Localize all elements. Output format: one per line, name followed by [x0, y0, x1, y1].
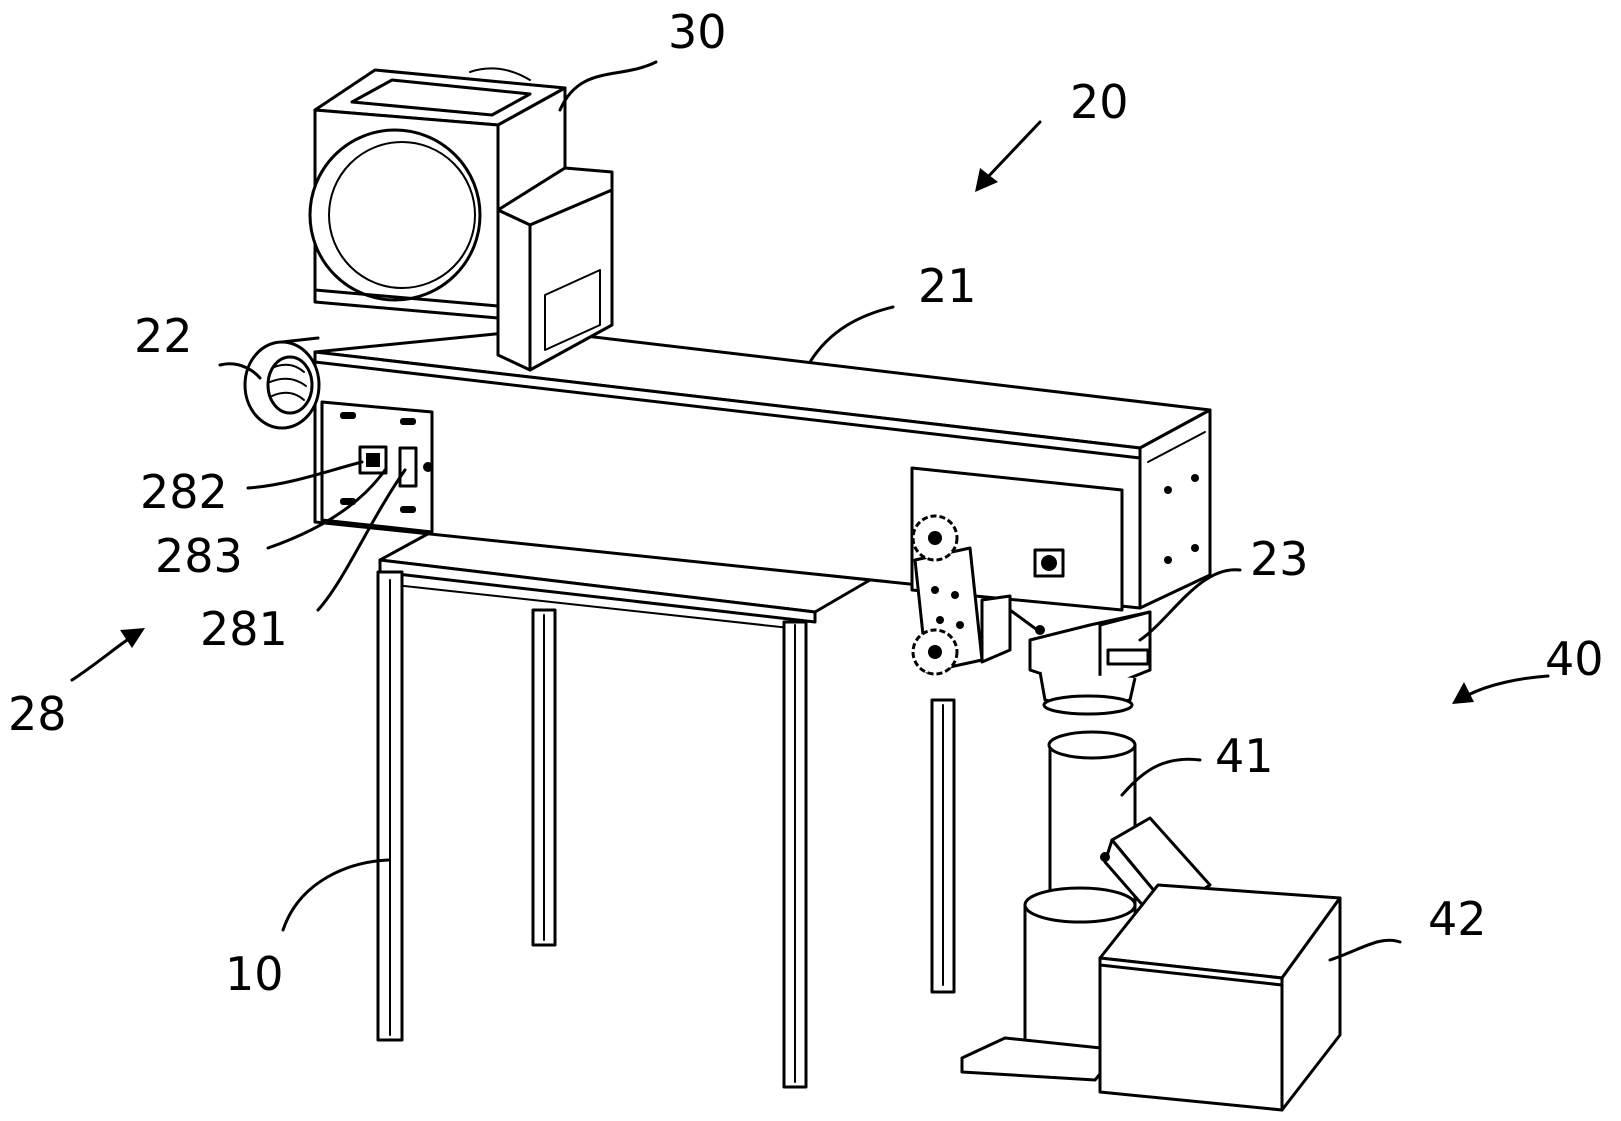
label-28: 28: [8, 687, 67, 741]
label-21: 21: [918, 259, 977, 313]
reference-labels: 30 20 21 22 282 283 281 28 23 40 41 42 1…: [8, 5, 1604, 1001]
side-pipe: [243, 336, 321, 430]
collector-tube: [960, 730, 1212, 1082]
label-23: 23: [1250, 532, 1309, 586]
label-42: 42: [1428, 892, 1487, 946]
label-20: 20: [1070, 75, 1129, 129]
support-frame: [376, 528, 956, 1089]
label-40: 40: [1545, 632, 1604, 686]
outlet: [1008, 608, 1152, 716]
control-panel: [320, 400, 434, 534]
label-22: 22: [134, 309, 193, 363]
label-282: 282: [140, 465, 228, 519]
label-281: 281: [200, 602, 288, 656]
drive-assembly: [910, 466, 1124, 676]
motor-housing: [308, 67, 614, 372]
label-41: 41: [1215, 729, 1274, 783]
label-30: 30: [668, 5, 727, 59]
label-283: 283: [155, 529, 243, 583]
leader-lines: [70, 60, 1550, 962]
label-10: 10: [225, 947, 284, 1001]
collection-bin: [1098, 883, 1342, 1112]
